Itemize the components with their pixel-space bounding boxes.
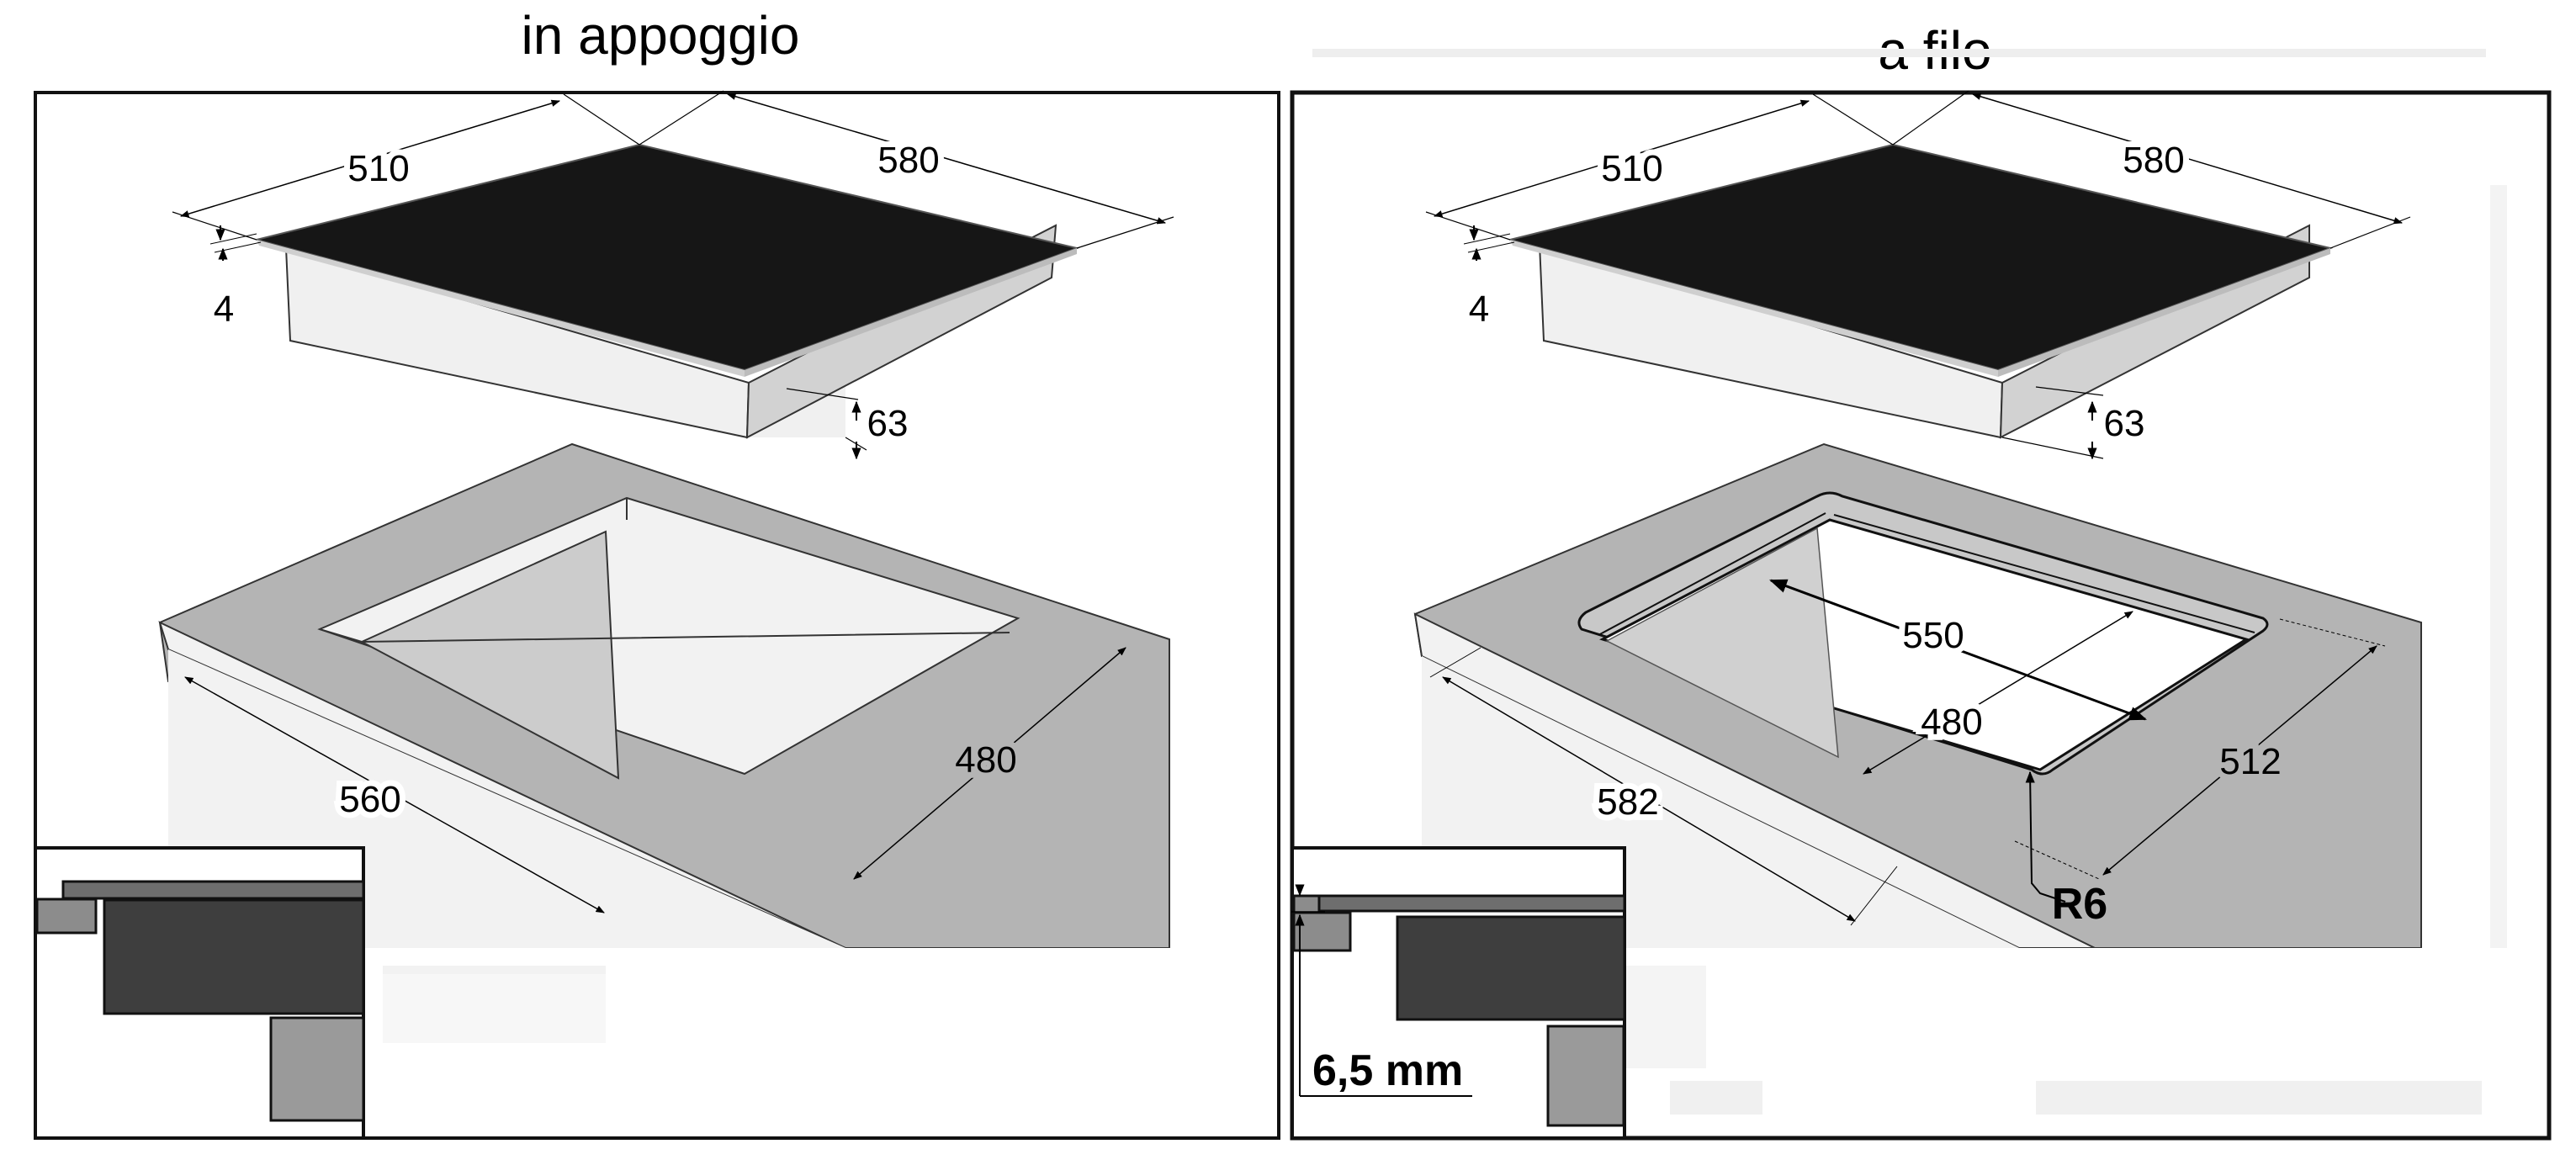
svg-text:480: 480	[955, 739, 1016, 781]
dim-hob-depth-right: 580	[2123, 140, 2184, 181]
svg-text:510: 510	[1601, 148, 1662, 189]
svg-text:480: 480	[1921, 702, 1982, 743]
svg-text:512: 512	[2219, 741, 2281, 782]
svg-text:560: 560	[339, 779, 400, 820]
dim-body-height-right: 63	[2104, 403, 2145, 444]
inset-support-left	[269, 1016, 365, 1122]
dim-corner-radius-right: R6	[2052, 880, 2107, 929]
inset-glass-right	[1309, 894, 1626, 913]
inset-body-right	[1396, 915, 1626, 1021]
inset-support-right	[1546, 1025, 1625, 1127]
svg-text:580: 580	[877, 140, 939, 181]
dim-flush-depth-right: 6,5 mm	[1312, 1046, 1463, 1095]
dim-hob-width-left: 510	[347, 148, 409, 189]
dim-body-height-left: 63	[867, 403, 909, 444]
dim-cutout-inner-width-right: 480	[1921, 702, 1982, 743]
dim-cutout-outer-width-right: 512	[2219, 741, 2281, 782]
dim-cutout-outer-length-right: 582	[1597, 781, 1658, 823]
panel-title-left: in appoggio	[521, 5, 800, 66]
inset-body-left	[103, 898, 365, 1015]
inset-worktop-right	[1292, 911, 1352, 952]
inset-glass-left	[61, 880, 365, 900]
detail-inset-left	[34, 846, 365, 1140]
cutout-dimensions-right: 550 550 480 480 512 512 582 582	[1429, 579, 2386, 926]
dim-cutout-length-left: 560	[339, 779, 400, 820]
dim-hob-depth-left: 580	[877, 140, 939, 181]
svg-text:580: 580	[2123, 140, 2184, 181]
panel-left: 510 510 580 580 4 63 560 560	[34, 90, 1280, 1140]
svg-text:510: 510	[347, 148, 409, 189]
dim-cutout-width-left: 480	[955, 739, 1016, 781]
cutout-dimensions-left: 560 560 480 480	[184, 647, 1126, 913]
dim-glass-thickness-right: 4	[1469, 289, 1489, 330]
dim-cutout-inner-length-right: 550	[1902, 615, 1964, 656]
dim-hob-width-right: 510	[1601, 148, 1662, 189]
svg-text:582: 582	[1597, 781, 1658, 823]
title-underline-right	[1312, 49, 2486, 57]
corner-radius-callout-right: R6	[2025, 770, 2107, 929]
detail-inset-right: 6,5 mm	[1291, 846, 1626, 1140]
dim-glass-thickness-left: 4	[214, 289, 234, 330]
inset-worktop-left	[35, 898, 98, 935]
hob-dimensions-right: 510 510 580 580 4 63	[1425, 90, 2411, 460]
panel-right: 510 510 580 580 4 63 550 550	[1290, 90, 2552, 1141]
hob-dimensions-left: 510 510 580 580 4 63	[172, 90, 1174, 460]
